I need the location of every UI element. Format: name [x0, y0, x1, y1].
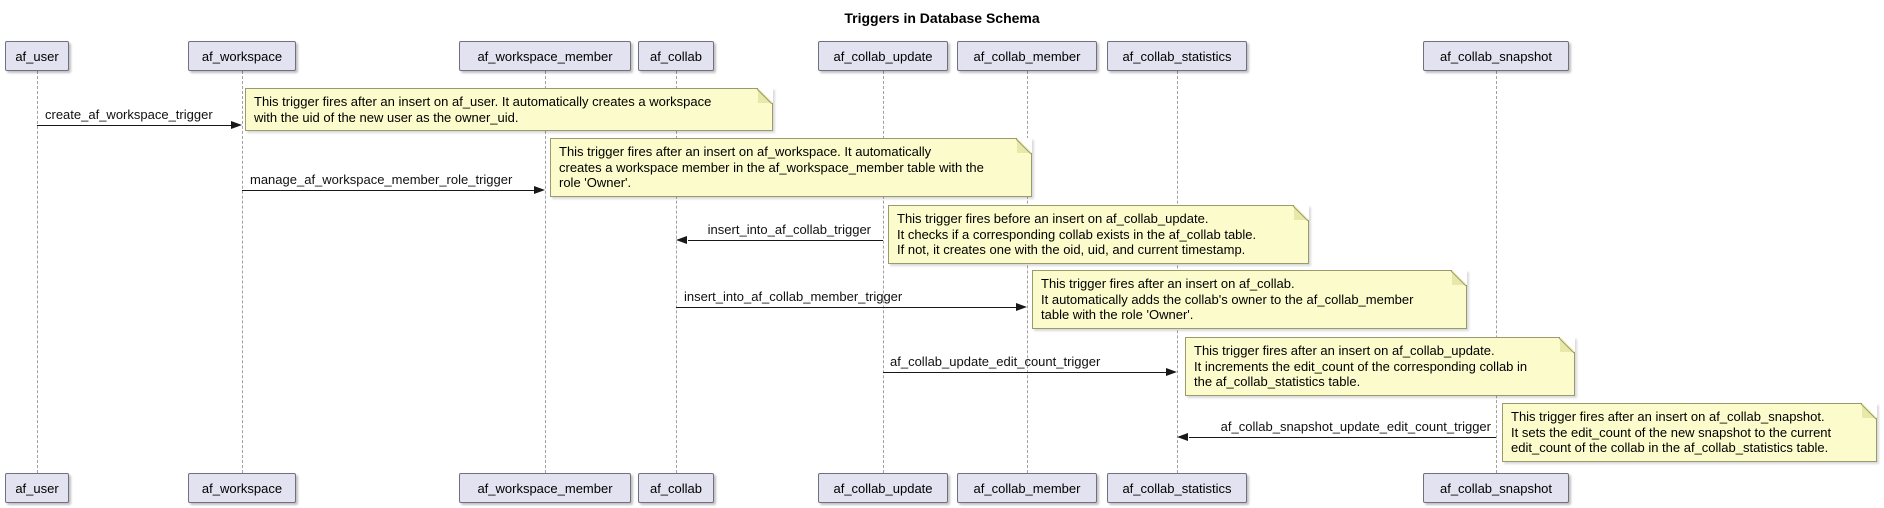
note-af_collab_update_edit_count_trigger: This trigger fires after an insert on af…	[1185, 337, 1575, 396]
participant-top-af_workspace_member: af_workspace_member	[459, 41, 631, 71]
participant-top-af_collab_update: af_collab_update	[818, 41, 948, 71]
arrowhead-right-icon	[534, 186, 545, 194]
participant-bottom-af_collab_member: af_collab_member	[957, 473, 1097, 503]
message-label-insert_into_af_collab_member_trigger: insert_into_af_collab_member_trigger	[684, 289, 903, 304]
diagram-title: Triggers in Database Schema	[844, 10, 1040, 26]
arrowhead-left-icon	[1177, 433, 1188, 441]
participant-top-af_collab_snapshot: af_collab_snapshot	[1423, 41, 1569, 71]
participant-label: af_collab_statistics	[1122, 480, 1232, 496]
participant-label: af_user	[15, 48, 59, 64]
participant-label: af_collab	[649, 480, 703, 496]
note-manage_af_workspace_member_role_trigger: This trigger fires after an insert on af…	[550, 138, 1032, 197]
arrowhead-left-icon	[676, 236, 687, 244]
participant-bottom-af_collab_update: af_collab_update	[818, 473, 948, 503]
note-create_af_workspace_trigger: This trigger fires after an insert on af…	[245, 88, 773, 131]
message-line	[37, 125, 231, 126]
message-label-af_collab_snapshot_update_edit_count_trigger: af_collab_snapshot_update_edit_count_tri…	[1220, 419, 1491, 434]
participant-label: af_workspace	[201, 48, 283, 64]
participant-label: af_workspace	[201, 480, 283, 496]
participant-bottom-af_workspace: af_workspace	[188, 473, 296, 503]
participant-label: af_collab_snapshot	[1439, 480, 1553, 496]
lifeline-af_user	[37, 71, 38, 473]
message-label-insert_into_af_collab_trigger: insert_into_af_collab_trigger	[707, 222, 871, 237]
participant-top-af_collab_member: af_collab_member	[957, 41, 1097, 71]
participant-label: af_workspace_member	[477, 48, 613, 64]
arrowhead-right-icon	[231, 121, 242, 129]
arrowhead-right-icon	[1016, 303, 1027, 311]
participant-label: af_collab_member	[973, 48, 1081, 64]
arrowhead-right-icon	[1166, 368, 1177, 376]
lifeline-af_collab_snapshot	[1496, 71, 1497, 473]
participant-top-af_workspace: af_workspace	[188, 41, 296, 71]
message-label-create_af_workspace_trigger: create_af_workspace_trigger	[45, 107, 213, 122]
participant-label: af_collab_member	[973, 480, 1081, 496]
participant-top-af_collab_statistics: af_collab_statistics	[1107, 41, 1247, 71]
participant-top-af_user: af_user	[5, 41, 69, 71]
message-line	[1189, 437, 1496, 438]
participant-label: af_collab	[649, 48, 703, 64]
message-line	[676, 307, 1016, 308]
lifeline-af_workspace_member	[545, 71, 546, 473]
message-line	[883, 372, 1166, 373]
note-insert_into_af_collab_trigger: This trigger fires before an insert on a…	[888, 205, 1309, 264]
participant-bottom-af_collab: af_collab	[638, 473, 714, 503]
participant-label: af_collab_update	[833, 480, 933, 496]
participant-label: af_user	[15, 480, 59, 496]
message-line	[242, 190, 534, 191]
lifeline-af_workspace	[242, 71, 243, 473]
lifeline-af_collab	[676, 71, 677, 473]
participant-bottom-af_workspace_member: af_workspace_member	[459, 473, 631, 503]
participant-label: af_workspace_member	[477, 480, 613, 496]
message-line	[688, 240, 883, 241]
lifeline-af_collab_member	[1027, 71, 1028, 473]
participant-label: af_collab_statistics	[1122, 48, 1232, 64]
participant-bottom-af_collab_statistics: af_collab_statistics	[1107, 473, 1247, 503]
note-af_collab_snapshot_update_edit_count_trigger: This trigger fires after an insert on af…	[1502, 403, 1877, 462]
participant-top-af_collab: af_collab	[638, 41, 714, 71]
participant-bottom-af_user: af_user	[5, 473, 69, 503]
note-insert_into_af_collab_member_trigger: This trigger fires after an insert on af…	[1032, 270, 1467, 329]
participant-label: af_collab_snapshot	[1439, 48, 1553, 64]
participant-bottom-af_collab_snapshot: af_collab_snapshot	[1423, 473, 1569, 503]
participant-label: af_collab_update	[833, 48, 933, 64]
message-label-af_collab_update_edit_count_trigger: af_collab_update_edit_count_trigger	[890, 354, 1101, 369]
lifeline-af_collab_update	[883, 71, 884, 473]
message-label-manage_af_workspace_member_role_trigger: manage_af_workspace_member_role_trigger	[250, 172, 513, 187]
